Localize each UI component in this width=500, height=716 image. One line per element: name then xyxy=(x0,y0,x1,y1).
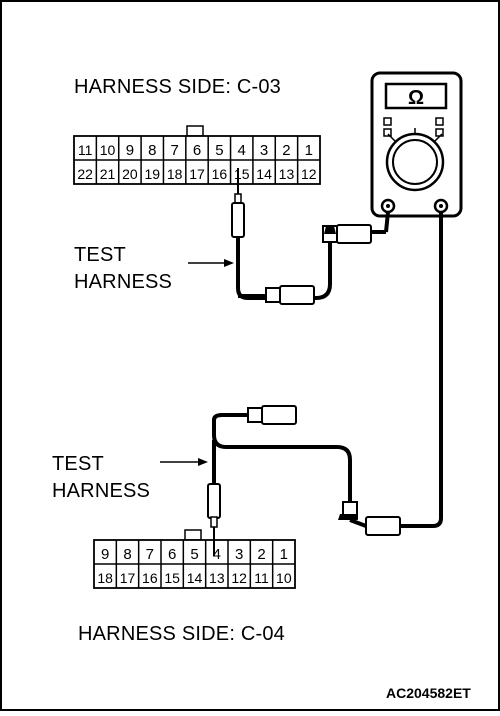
com-jack-center xyxy=(386,204,390,208)
arrow-bottom xyxy=(160,458,208,466)
connector-c04-lock-tab xyxy=(184,529,202,541)
terminal-label: 15 xyxy=(234,166,250,182)
probe-pin-tip xyxy=(210,516,218,528)
connector-c03-caption: HARNESS SIDE: C-03 xyxy=(74,76,281,98)
terminal-label: 5 xyxy=(190,546,198,563)
mode-indicator xyxy=(383,128,392,137)
terminal-label: 20 xyxy=(122,166,138,182)
multimeter: Ω xyxy=(370,71,463,218)
terminal-label: 15 xyxy=(164,570,180,586)
terminal-label: 4 xyxy=(238,142,246,159)
terminal-label: 6 xyxy=(193,142,201,159)
terminal-label: 18 xyxy=(167,166,183,182)
probe-plug xyxy=(231,202,245,238)
terminal-label: 8 xyxy=(123,546,131,563)
terminal-label: 1 xyxy=(280,546,288,563)
terminal-label: 3 xyxy=(235,546,243,563)
terminal-label: 4 xyxy=(213,546,221,563)
probe-plug xyxy=(207,483,221,519)
multimeter-display xyxy=(384,82,448,110)
spare-connector-sleeve xyxy=(279,285,315,305)
test-harness-top xyxy=(231,168,390,305)
terminal-label: 6 xyxy=(168,546,176,563)
terminal-label: 7 xyxy=(170,142,178,159)
meter-lead-com xyxy=(384,211,390,233)
terminal-label: 16 xyxy=(142,570,158,586)
figure-code: AC204582ET xyxy=(386,685,471,701)
dial-tick xyxy=(387,133,397,143)
terminal-label: 16 xyxy=(212,166,228,182)
spare-connector-sleeve xyxy=(261,405,297,425)
terminal-label: 10 xyxy=(100,142,116,158)
terminal-label: 11 xyxy=(254,570,269,586)
test-harness-label-bottom: TEST HARNESS xyxy=(52,453,151,502)
terminal-label: 3 xyxy=(260,142,268,159)
arrow-top xyxy=(188,259,234,267)
terminal-label: 18 xyxy=(97,570,113,586)
terminal-label: 9 xyxy=(101,546,109,563)
terminal-label: 5 xyxy=(215,142,223,159)
terminal-label: 13 xyxy=(279,166,295,182)
terminal-label: 7 xyxy=(146,546,154,563)
terminal-label: 12 xyxy=(301,166,317,182)
clip-sleeve xyxy=(365,516,401,536)
terminal-label: 14 xyxy=(187,570,203,586)
terminal-label: 13 xyxy=(209,570,225,586)
test-harness-label-top: TEST HARNESS xyxy=(74,244,173,293)
harness-branch xyxy=(212,413,248,430)
terminal-label: 10 xyxy=(276,570,292,586)
terminal-label: 12 xyxy=(231,570,247,586)
connector-c03-lock-tab xyxy=(186,125,204,137)
terminal-label: 2 xyxy=(282,142,290,159)
terminal-label: 14 xyxy=(256,166,272,182)
terminal-label: 17 xyxy=(189,166,205,182)
terminal-label: 19 xyxy=(144,166,160,182)
terminal-label: 1 xyxy=(305,142,313,159)
terminal-label: 9 xyxy=(126,142,134,159)
selector-dial xyxy=(392,139,438,185)
harness-wire xyxy=(212,426,352,502)
connector-c04-caption: HARNESS SIDE: C-04 xyxy=(78,623,285,645)
terminal-label: 22 xyxy=(77,166,93,182)
terminal-label: 17 xyxy=(120,570,136,586)
dial-tick xyxy=(433,133,443,143)
terminal-label: 21 xyxy=(100,166,116,182)
mode-indicator xyxy=(383,117,392,126)
terminal-label: 2 xyxy=(257,546,265,563)
spare-connector xyxy=(265,287,281,303)
terminal-label: 11 xyxy=(78,142,93,158)
mode-indicator xyxy=(435,117,444,126)
terminal-label: 8 xyxy=(148,142,156,159)
meter-lead-ohm xyxy=(400,212,443,528)
clip-sleeve xyxy=(336,224,372,244)
spare-connector xyxy=(247,407,263,423)
test-harness-bottom xyxy=(207,405,401,556)
ohm-jack-center xyxy=(439,204,443,208)
ohm-symbol: Ω xyxy=(408,87,424,109)
